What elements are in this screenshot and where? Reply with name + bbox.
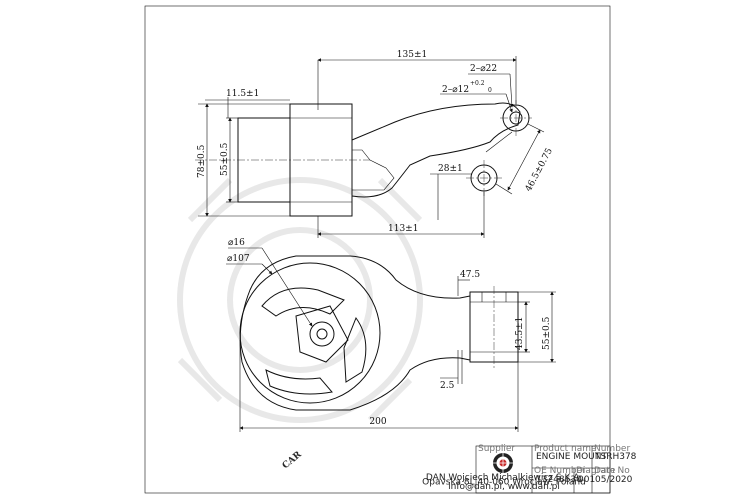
rubber-element <box>239 262 381 404</box>
product-name: ENGINE MOUNT <box>536 452 607 462</box>
dim-113: 113±1 <box>388 224 418 234</box>
inner-core <box>295 305 349 363</box>
sheet-frame <box>144 5 611 494</box>
watermark-logo: CAR <box>177 177 423 471</box>
dim-d107: ⌀107 <box>227 254 250 264</box>
date-header: Date <box>594 466 616 476</box>
svg-text:CAR: CAR <box>281 449 304 471</box>
front-view: ⌀16 ⌀107 47.5 43.5±1 55±0.5 2.5 200 <box>226 238 556 432</box>
front-view-housing <box>239 255 471 411</box>
dim-d16: ⌀16 <box>228 238 245 248</box>
diagram-number: 001 <box>578 475 595 485</box>
dim-tol-zero: 0 <box>488 87 492 94</box>
dim-11-5: 11.5±1 <box>226 89 259 99</box>
dim-78: 78±0.5 <box>197 144 207 178</box>
supplier-header: Supplier <box>478 444 515 454</box>
oe-number: 13248630 <box>536 475 582 485</box>
oe-number-header: OE Number <box>534 466 586 476</box>
dim-47-5: 47.5 <box>460 270 480 280</box>
supplier-logo <box>493 453 513 473</box>
company-line-3: info@dan.pl, www.dan.pl <box>448 482 560 492</box>
company-line-1: DAN Wojciech Michalkiewicz S.K.A. <box>426 473 582 483</box>
dim-tol-plus: +0.2 <box>470 80 485 87</box>
dim-200: 200 <box>369 417 386 427</box>
dim-55-front: 55±0.5 <box>542 316 552 350</box>
dim-2-5: 2.5 <box>440 381 455 391</box>
drawing-date: 05/2020 <box>595 475 633 485</box>
dim-43-5: 43.5±1 <box>515 317 525 350</box>
dim-55-top: 55±0.5 <box>220 142 230 176</box>
product-name-header: Product name <box>534 444 597 454</box>
diagram-no-header: Diagram No <box>576 466 630 476</box>
number-header: Number <box>594 444 630 454</box>
dim-46-5: 46.5±0.75 <box>524 146 555 193</box>
part-number: TSRH378 <box>594 452 637 462</box>
title-block: Supplier DAN Wojciech Michalkiewicz S.K.… <box>422 444 637 494</box>
company-line-2: Opavska 8L 40-060 Wroclaw, Poland <box>422 478 586 488</box>
dim-28: 28±1 <box>438 164 463 174</box>
top-view-arm <box>351 102 521 198</box>
dim-135: 135±1 <box>397 50 427 60</box>
dim-2x22: 2–⌀22 <box>470 64 497 74</box>
dim-2x12: 2–⌀12 <box>442 85 469 95</box>
